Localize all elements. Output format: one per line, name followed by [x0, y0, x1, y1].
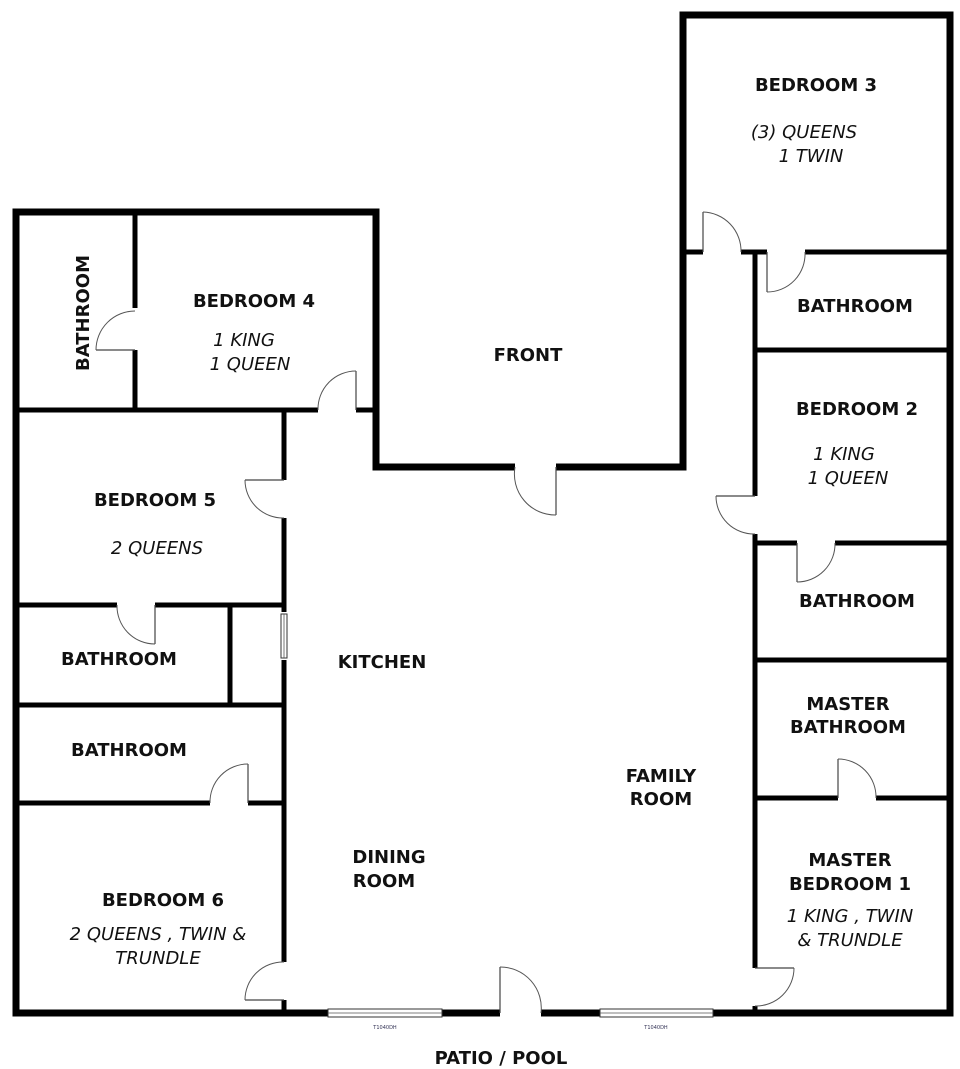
- bedroom-2-beds-line1: 1 KING: [813, 444, 875, 465]
- dining-room-label-line1: DINING: [352, 847, 425, 868]
- window-right: T1040DH: [599, 1008, 714, 1031]
- bedroom-3-beds-line1: (3) QUEENS: [751, 122, 857, 143]
- bedroom-2-beds-line2: 1 QUEEN: [808, 468, 889, 489]
- master-bedroom-beds-line1: 1 KING , TWIN: [787, 906, 913, 927]
- master-bedroom-label-line2: BEDROOM 1: [789, 874, 911, 895]
- patio-pool-label: PATIO / POOL: [435, 1048, 568, 1069]
- bathroom-left-vertical-label: BATHROOM: [73, 255, 94, 371]
- bedroom-6-beds-line1: 2 QUEENS , TWIN &: [70, 924, 247, 945]
- exterior-walls: [12, 11, 954, 1017]
- bathroom-right-top-label: BATHROOM: [797, 296, 913, 317]
- bedroom-6-label: BEDROOM 6: [102, 890, 224, 911]
- window-tag-right: T1040DH: [643, 1025, 668, 1031]
- master-bedroom-beds-line2: & TRUNDLE: [797, 930, 903, 951]
- kitchen-label: KITCHEN: [338, 652, 427, 673]
- master-bathroom-label-line1: MASTER: [806, 694, 889, 715]
- window-left: T1040DH: [327, 1008, 443, 1031]
- master-bathroom-label-line2: BATHROOM: [790, 717, 906, 738]
- bathroom-left-mid-label: BATHROOM: [61, 649, 177, 670]
- pass-through-window: [280, 613, 288, 659]
- room-labels: BEDROOM 3 (3) QUEENS 1 TWIN BEDROOM 4 1 …: [61, 75, 918, 969]
- bathroom-right-mid-label: BATHROOM: [799, 591, 915, 612]
- family-room-label-line2: ROOM: [630, 789, 692, 810]
- bedroom-2-label: BEDROOM 2: [796, 399, 918, 420]
- bedroom-3-label: BEDROOM 3: [755, 75, 877, 96]
- master-bedroom-label-line1: MASTER: [808, 850, 891, 871]
- bedroom-4-beds-line2: 1 QUEEN: [210, 354, 291, 375]
- bedroom-6-beds-line2: TRUNDLE: [115, 948, 201, 969]
- bedroom-5-label: BEDROOM 5: [94, 490, 216, 511]
- bedroom-4-beds-line1: 1 KING: [213, 330, 275, 351]
- bathroom-left-lower-label: BATHROOM: [71, 740, 187, 761]
- window-tag-left: T1040DH: [372, 1025, 397, 1031]
- bedroom-5-beds-line1: 2 QUEENS: [111, 538, 203, 559]
- front-label: FRONT: [494, 345, 564, 366]
- bedroom-3-beds-line2: 1 TWIN: [779, 146, 844, 167]
- dining-room-label-line2: ROOM: [353, 871, 415, 892]
- family-room-label-line1: FAMILY: [626, 766, 697, 787]
- door-swings: [95, 211, 877, 1014]
- bedroom-4-label: BEDROOM 4: [193, 291, 315, 312]
